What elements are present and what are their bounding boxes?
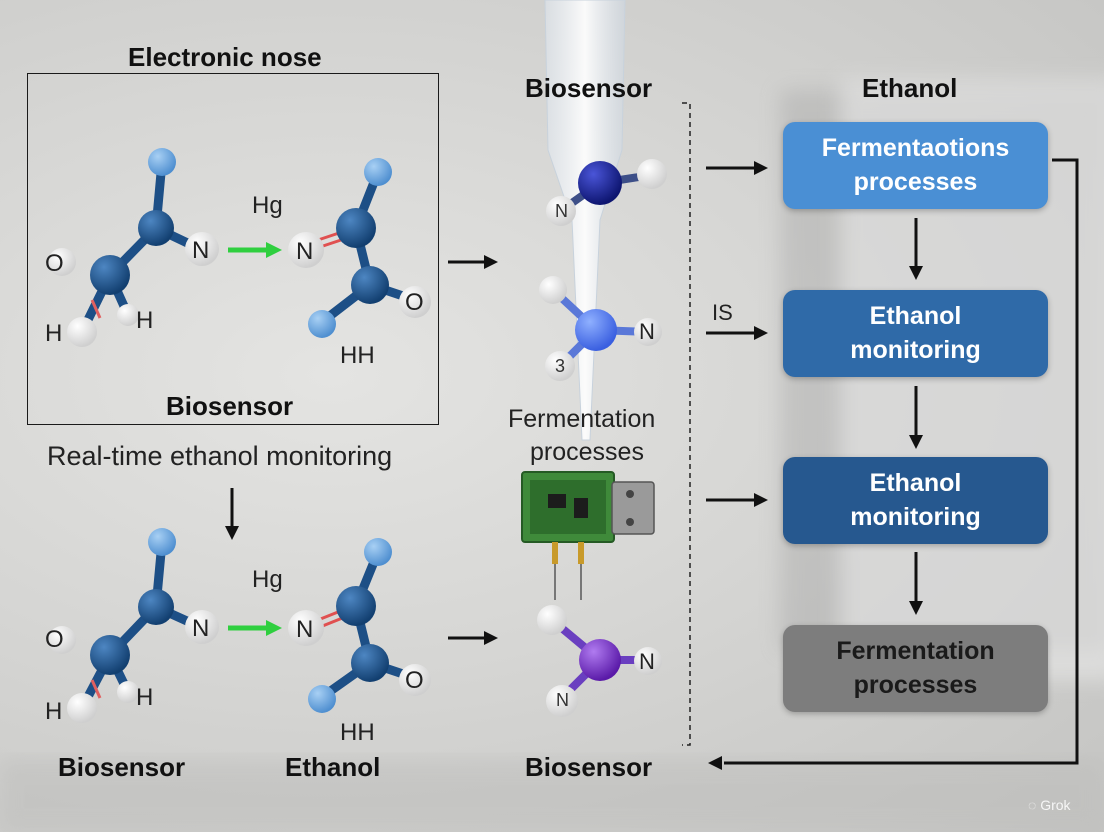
atom-label: O [405,667,424,694]
atom-blue [575,309,617,351]
watermark: ◌ Grok [1028,797,1071,813]
atom-label: N [296,616,314,643]
atom-dark-blue [351,266,389,304]
atom-violet [579,639,621,681]
atom-label: N [192,237,210,264]
atom-label: O [405,289,424,316]
atom-white [288,232,324,268]
atom-white [117,681,139,703]
atom-dark-blue [351,644,389,682]
atom-dark-blue [336,586,376,626]
atom-white [288,610,324,646]
atom-label: N [555,201,568,221]
atom-label: HH [340,342,375,369]
right-header-ethanol: Ethanol [862,73,958,103]
is-label: IS [712,300,733,325]
atom-white [399,286,431,318]
atom-dark-blue [336,208,376,248]
atom-white [634,647,662,675]
atom-light-blue [308,310,336,338]
atom-light-blue [364,538,392,566]
center-top-biosensor: Biosensor [525,73,653,103]
subtitle-real-time-monitoring: Real-time ethanol monitoring [47,441,393,471]
center-fermentation-line1: Fermentation [508,405,656,433]
atom-white [634,318,662,346]
atom-light-blue [364,158,392,186]
electronic-nose-frame [27,73,439,425]
atom-dark-blue [138,589,174,625]
atom-white [546,196,576,226]
atom-label: N [639,319,655,344]
atom-white [67,693,97,723]
atom-label: O [45,250,64,277]
atom-label: H [45,320,63,347]
atom-light-blue [148,528,176,556]
center-fermentation-line2: processes [530,438,644,466]
atom-dark-blue [90,635,130,675]
atom-white [48,626,76,654]
atom-white [67,317,97,347]
atom-white [545,351,575,381]
atom-white [185,610,219,644]
box-line1: Ethanol [869,468,962,497]
box-fermentation-processes-1: Fermentaotions processes [783,122,1048,209]
atom-light-blue [148,148,176,176]
sensor-board [521,471,655,600]
atom-label: N [639,649,655,674]
electronic-nose-title: Electronic nose [128,42,322,72]
atom-label: Hg [252,566,283,593]
atom-label: Hg [252,192,283,219]
box-fermentation-processes-2: Fermentation processes [783,625,1048,712]
box-line2: monitoring [850,335,981,364]
atom-white [185,232,219,266]
box-line1: Ethanol [869,301,962,330]
atom-white [637,159,667,189]
atom-label: H [136,684,154,711]
box-ethanol-monitoring-2: Ethanol monitoring [783,457,1048,544]
atom-label: HH [340,719,375,746]
atom-label: O [45,626,64,653]
atom-white [399,664,431,696]
atom-white [546,685,578,717]
atom-white [537,605,567,635]
atom-light-blue [308,685,336,713]
bracket [682,102,691,746]
atom-label: N [296,238,314,265]
atom-label: H [136,307,154,334]
atom-label: 3 [555,356,566,376]
atom-indigo [578,161,622,205]
atom-white [48,248,76,276]
box-ethanol-monitoring-1: Ethanol monitoring [783,290,1048,377]
box-line2: processes [853,670,978,699]
box-line2: monitoring [850,502,981,531]
atom-label: N [192,615,210,642]
atom-label: N [556,690,569,710]
box-line1: Fermentaotions [821,133,1010,162]
atom-white [539,276,567,304]
box-line1: Fermentation [836,636,995,665]
center-bottom-biosensor: Biosensor [525,752,653,782]
frame-caption-biosensor: Biosensor [166,391,294,421]
atom-dark-blue [90,255,130,295]
box-line2: processes [853,167,978,196]
bottom-label-ethanol: Ethanol [285,752,381,782]
atom-label: H [45,698,63,725]
watermark-text: Grok [1040,797,1071,813]
bottom-label-biosensor: Biosensor [58,752,186,782]
atom-white [117,304,139,326]
atom-dark-blue [138,210,174,246]
